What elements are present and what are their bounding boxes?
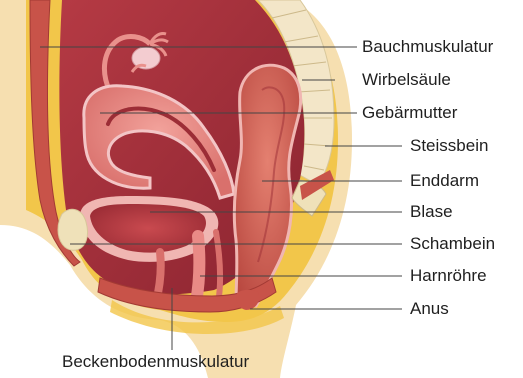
label-anus: Anus — [410, 299, 449, 319]
label-schambein: Schambein — [410, 234, 495, 254]
label-gebaermutter: Gebärmutter — [362, 103, 457, 123]
label-bauchmuskulatur: Bauchmuskulatur — [362, 37, 493, 57]
label-beckenbodenmuskulatur: Beckenbodenmuskulatur — [62, 352, 249, 372]
label-enddarm: Enddarm — [410, 171, 479, 191]
label-wirbelsaeule: Wirbelsäule — [362, 70, 451, 90]
label-blase: Blase — [410, 202, 453, 222]
label-steissbein: Steissbein — [410, 136, 488, 156]
label-harnroehre: Harnröhre — [410, 266, 487, 286]
